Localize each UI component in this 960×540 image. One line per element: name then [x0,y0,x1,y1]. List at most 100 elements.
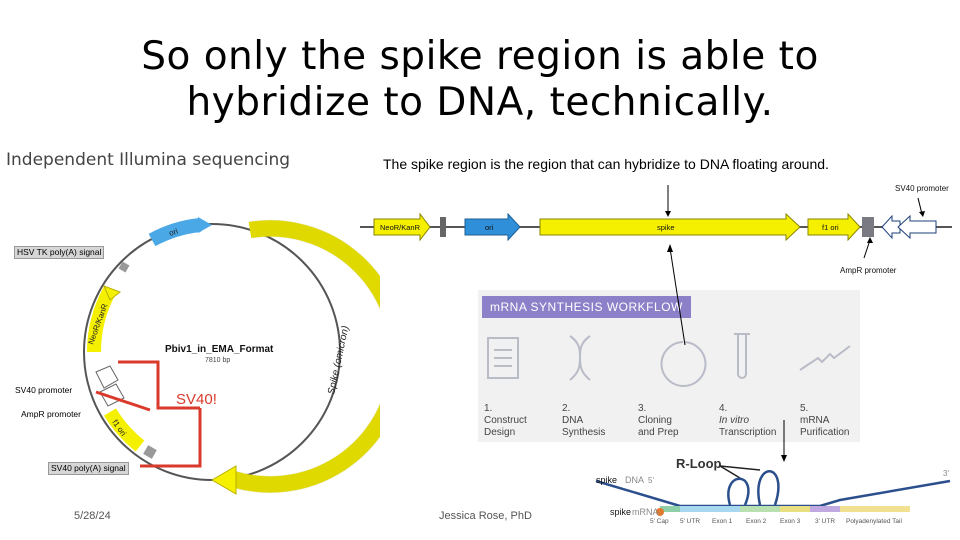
mrna-label: mRNA [632,507,659,517]
left-caption: Independent Illumina sequencing [6,150,291,170]
linear-ampr-promoter-label: AmpR promoter [840,266,897,275]
sv40-promoter-arrowhead [919,211,925,217]
neor-arrowhead [103,285,121,301]
workflow-icons [487,333,851,387]
clipboard-icon [487,337,519,379]
sv40-bracket-top [118,360,200,410]
linear-sv40-promoter-label: SV40 promoter [895,184,949,193]
sv40-bracket-link [95,390,151,412]
workflow-panel: mRNA SYNTHESIS WORKFLOW 1. Construct Des… [478,290,860,442]
slide-title-line2: hybridize to DNA, technically. [186,80,774,125]
rloop-loop-1 [727,477,750,506]
linear-spike-feature [539,212,801,242]
circular-plasmid-icon [660,341,707,387]
footer-author: Jessica Rose, PhD [439,510,532,522]
workflow-step-4-line2: Transcription [719,427,777,438]
linear-f1-ori-label: f1 ori [822,223,839,232]
slide-title-line1: So only the spike region is able to [141,34,819,79]
linear-spike-label: spike [657,223,675,232]
sv40-polya-label: SV40 poly(A) signal [48,462,129,475]
segment-label-5utr: 5' UTR [680,518,700,525]
mrna-3utr-segment [810,506,840,512]
caption-arrowhead [665,211,671,217]
workflow-step-3-line1: Cloning [638,415,672,426]
plasmid-name: Pbiv1_in_EMA_Format [165,344,274,355]
right-caption: The spike region is the region that can … [383,156,829,172]
ampr-promoter-arrowhead [867,237,873,243]
mrna-5utr-segment [660,506,680,512]
workflow-step-1-num: 1. [484,403,493,414]
mrna-exon2-segment [740,506,780,512]
workflow-step-1-line1: Construct [484,415,527,426]
ori-feature-arc [148,218,201,247]
spike-mrna-label: spike [610,507,631,517]
mrna-polya-segment [840,506,910,512]
sv40-annotation: SV40! [176,391,217,408]
spike-to-workflow-line [669,247,686,346]
sv40-bracket-bottom [140,408,202,468]
rloop-down-arrowhead [781,455,787,462]
workflow-step-5-line2: Purification [800,427,850,438]
workflow-step-3-num: 3. [638,403,647,414]
workflow-step-3-line2: and Prep [638,427,679,438]
workflow-header: mRNA SYNTHESIS WORKFLOW [482,296,691,318]
sv40-polya-marker [143,445,157,459]
segment-label-exon3: Exon 3 [780,518,801,525]
three-prime-label: 3' [943,469,949,478]
mrna-exon3-segment [780,506,810,512]
sv40-promoter-feature [95,365,119,389]
linear-ori-label: ori [485,223,494,232]
linear-sv40-promoter-arrow [897,214,937,240]
linear-grey-marker-1 [440,217,446,237]
workflow-step-2-line2: Synthesis [562,427,606,438]
five-prime-label: 5' [648,476,654,485]
plasmid-size: 7810 bp [205,357,230,364]
workflow-step-5-line1: mRNA [800,415,830,426]
ampr-promoter-label: AmpR promoter [18,408,84,421]
workflow-step-4-num: 4. [719,403,728,414]
linear-ori-feature [464,212,521,242]
workflow-step-2: 2. DNA Synthesis [562,403,605,439]
ori-label: ori [168,227,179,238]
linear-map: NeoR/KanR ori spike f1 ori SV40 promoter… [360,184,952,275]
workflow-step-5: 5. mRNA Purification [800,403,849,439]
footer-date: 5/28/24 [74,510,111,522]
spike-feature-outline [227,219,380,493]
segment-label-exon2: Exon 2 [746,518,767,525]
workflow-step-4: 4. In vitro Transcription [719,403,776,439]
rloop-title: R-Loop [676,456,722,471]
spike-feature-arc [227,220,380,493]
spike-dna-label: spike [596,475,617,485]
hsv-tk-polya-label: HSV TK poly(A) signal [14,246,105,259]
plasmid-map: ori NeoR/KanR f1 ori Spike (omicron) Pbi… [83,217,380,495]
rloop-pointer-2 [719,465,761,471]
spike-up-arrowhead [667,244,673,252]
linear-f1-ori-feature [807,212,861,242]
segment-label-exon1: Exon 1 [712,518,733,525]
linear-neor-feature [373,212,431,242]
workflow-step-5-num: 5. [800,403,809,414]
f1-ori-feature-arc [104,408,145,452]
connector-arrows [667,244,787,462]
rloop-loop-2 [757,470,780,506]
dna-helix-icon [569,335,591,381]
mrna-5cap-marker [656,508,664,516]
spike-label: Spike (omicron) [326,325,351,396]
workflow-step-1-line2: Design [484,427,516,438]
workflow-step-4-line1: In vitro [719,415,750,426]
hsv-tk-marker [118,261,130,273]
segment-label-3utr: 3' UTR [815,518,835,525]
workflow-step-1: 1. Construct Design [484,403,527,439]
sv40-promoter-arrow-line [917,197,923,215]
dna-label: DNA [625,475,644,485]
segment-label-5cap: 5' Cap [650,518,669,525]
linear-neor-label: NeoR/KanR [380,223,421,232]
mrna-strand-icon [799,345,851,371]
workflow-step-2-num: 2. [562,403,571,414]
workflow-step-2-line1: DNA [562,415,584,426]
spike-arrowhead [211,465,237,495]
ori-arrowhead [198,217,212,233]
rloop-diagram: R-Loop spike DNA 5' 3' spike mRNA 5' Cap… [595,456,951,525]
sv40-promoter-label: SV40 promoter [12,384,76,397]
mrna-exon1-segment [680,506,740,512]
